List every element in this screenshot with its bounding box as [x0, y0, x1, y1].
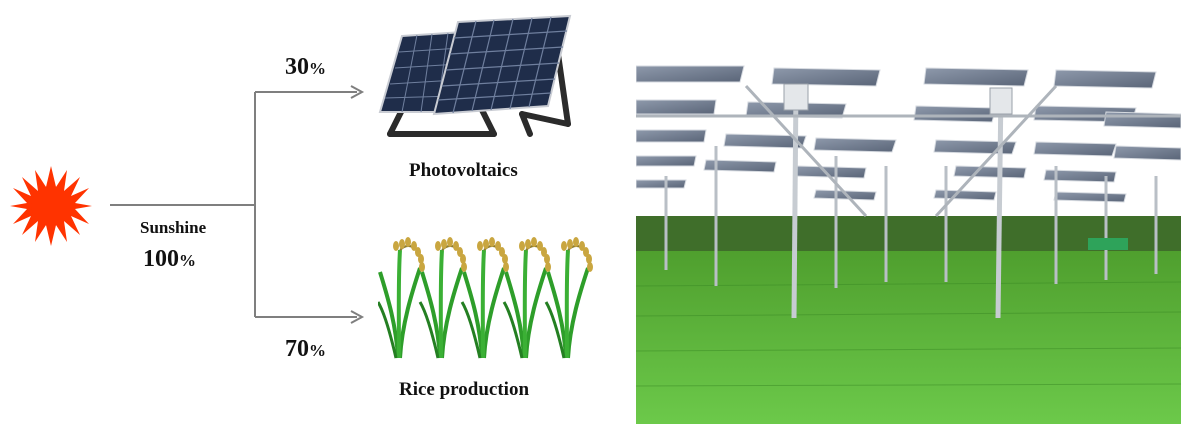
source-percent-unit: % [179, 251, 196, 270]
top-percent-value: 30 [285, 54, 309, 80]
top-percent-unit: % [309, 59, 326, 78]
solar-panel-icon [378, 14, 572, 137]
bottom-percent-value: 70 [285, 336, 309, 362]
split-arrows [110, 85, 365, 324]
agrivoltaic-field-photo [636, 56, 1181, 424]
rice-plants-icon [378, 235, 595, 360]
rice-production-label: Rice production [399, 379, 530, 400]
bottom-percent-unit: % [309, 341, 326, 360]
arrowhead-bottom [350, 310, 365, 324]
sun-icon [10, 166, 92, 246]
source-percent: 100% [143, 246, 196, 273]
photovoltaics-label: Photovoltaics [409, 160, 518, 181]
arrowhead-top [350, 85, 365, 99]
source-percent-value: 100 [143, 246, 179, 272]
top-percent: 30% [285, 54, 326, 81]
source-name: Sunshine [140, 218, 207, 237]
bottom-percent: 70% [285, 336, 326, 363]
